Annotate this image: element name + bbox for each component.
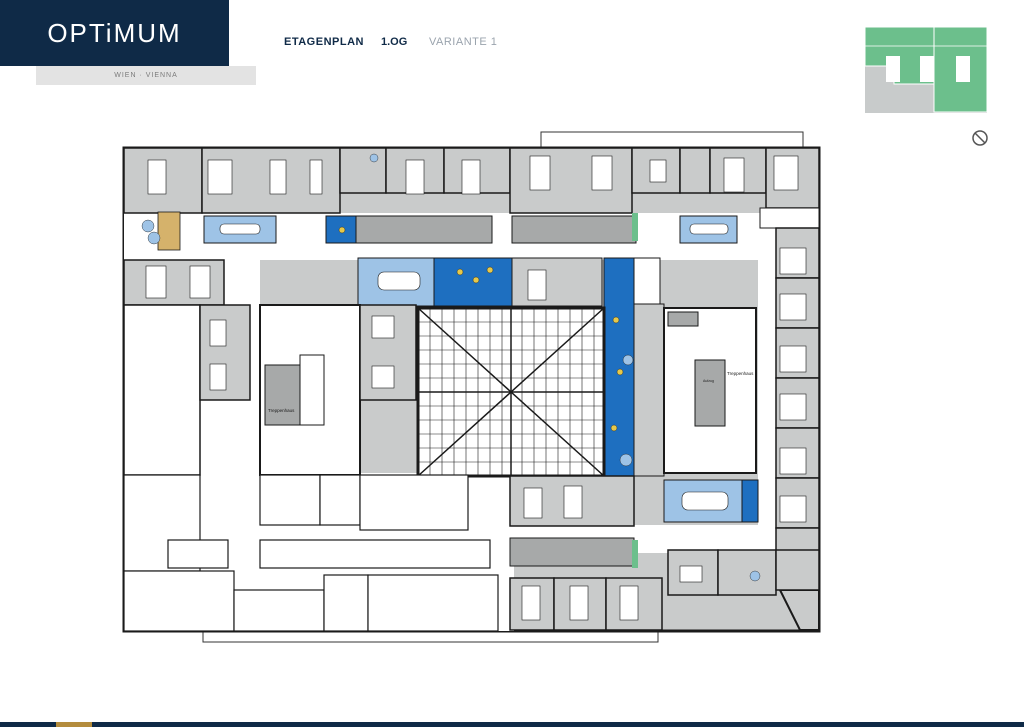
roof-outline	[540, 131, 804, 148]
variant-label: VARIANTE 1	[429, 36, 498, 48]
floor-plan: Treppenhaus Treppenh	[122, 131, 821, 643]
lift-label: Aufzug	[703, 379, 714, 383]
footer-accent	[56, 722, 92, 727]
stair-label-east: Treppenhaus	[727, 371, 754, 376]
corridor-east	[758, 225, 778, 585]
brand-location: WIEN · VIENNA	[36, 66, 256, 85]
desk-clusters	[145, 155, 807, 621]
brand-logo: OPTiMUM	[0, 0, 229, 66]
lounge-seating	[338, 226, 624, 432]
building-keyplan-icon	[864, 26, 988, 113]
north-arrow-icon	[972, 130, 988, 146]
rooms-southwest	[123, 474, 499, 632]
plan-title: ETAGENPLAN	[284, 36, 364, 48]
stair-label-west: Treppenhaus	[268, 408, 295, 413]
brand-logo-text: OPTiMUM	[47, 17, 182, 48]
lobby-west	[123, 304, 201, 476]
wet-core-top	[355, 215, 493, 244]
lounge-center	[433, 257, 513, 307]
footer-bar	[0, 722, 1024, 727]
floor-label: 1.OG	[381, 36, 408, 48]
lounge-east-strip	[603, 257, 635, 477]
